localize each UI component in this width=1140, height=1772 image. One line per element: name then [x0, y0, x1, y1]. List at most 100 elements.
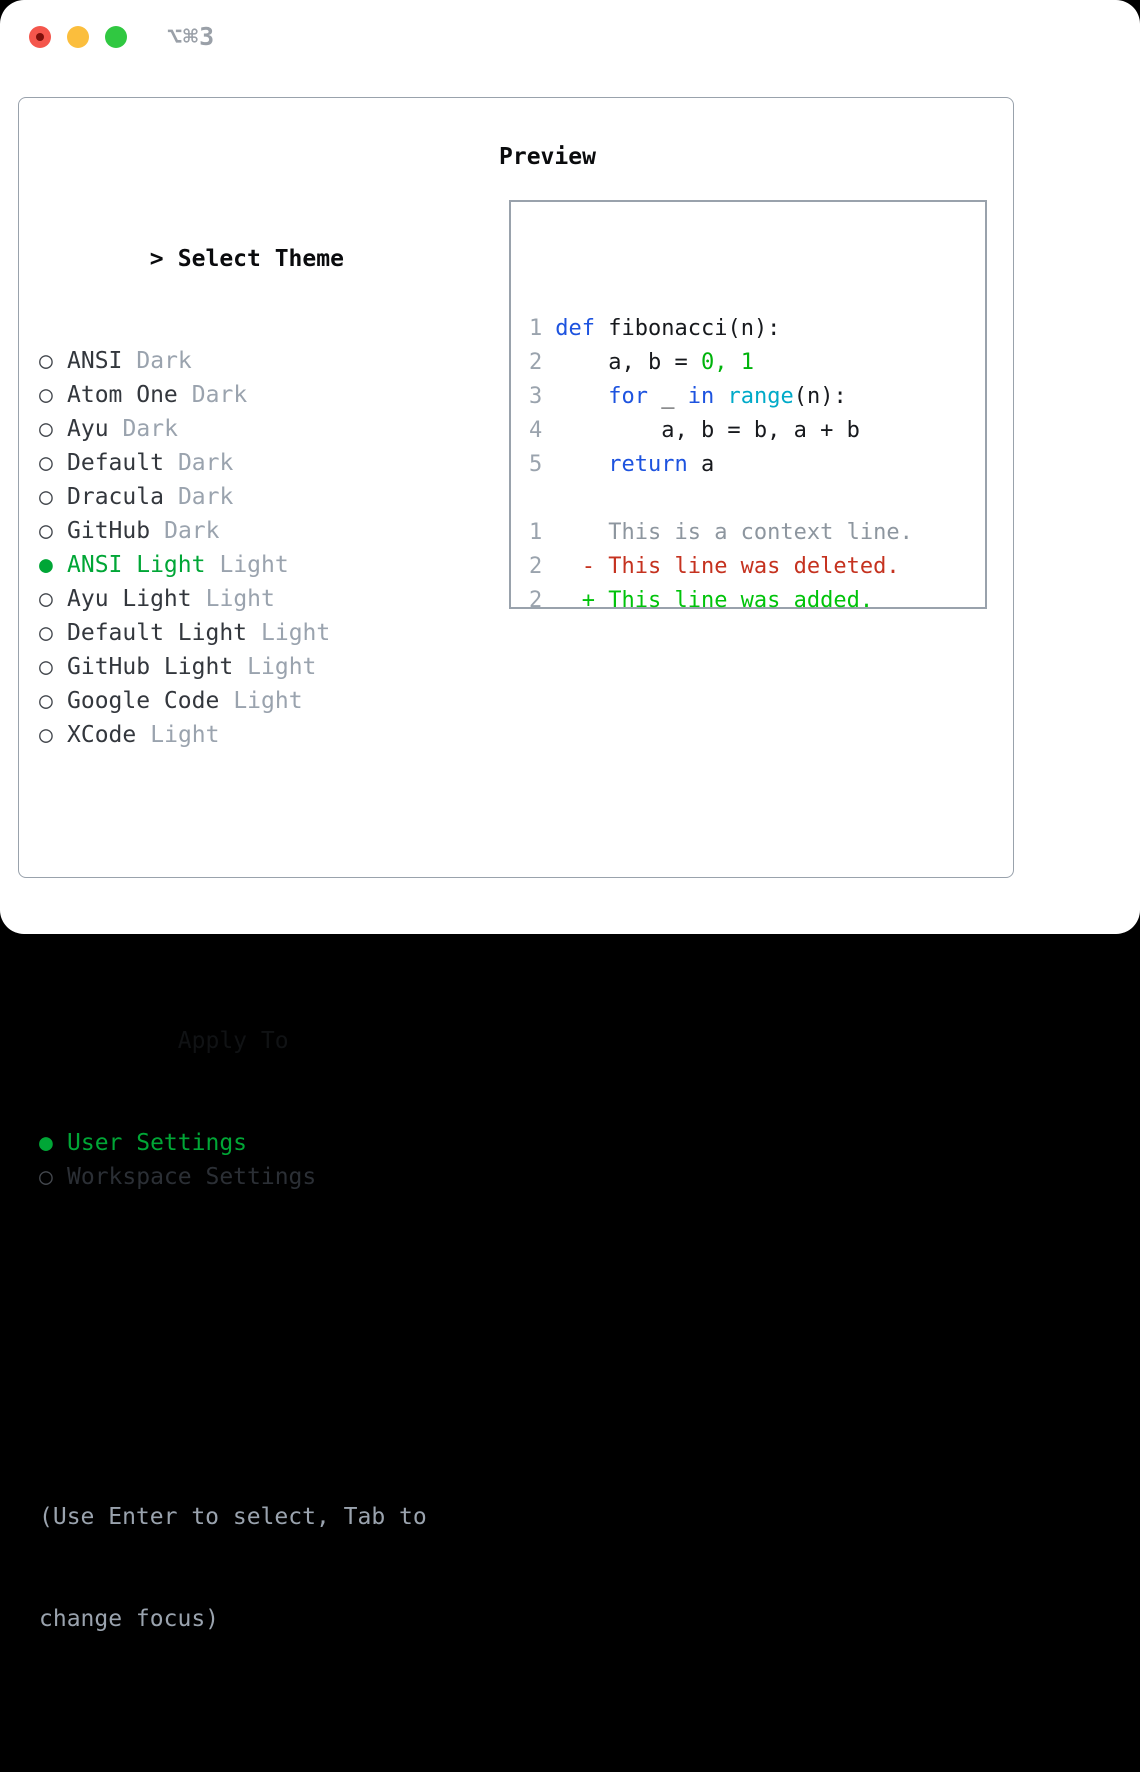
close-button[interactable] — [29, 26, 51, 48]
radio-icon: ○ — [39, 412, 67, 446]
radio-icon: ○ — [39, 684, 67, 718]
theme-option[interactable]: ○Google Code Light — [39, 684, 427, 718]
theme-option-name: Atom One — [67, 382, 178, 408]
theme-option-name: Google Code — [67, 688, 219, 714]
apply-to-header: Apply To — [39, 990, 427, 1024]
theme-option-variant: Dark — [123, 416, 178, 442]
theme-option-variant: Light — [261, 620, 330, 646]
theme-option-variant: Light — [150, 722, 219, 748]
apply-to-title: Apply To — [178, 1028, 289, 1054]
radio-icon: ○ — [39, 650, 67, 684]
preview-title: Preview — [499, 140, 596, 174]
theme-option[interactable]: ○Default Dark — [39, 446, 427, 480]
theme-option-name: XCode — [67, 722, 136, 748]
code-token-plain: fibonacci(n): — [595, 316, 780, 341]
radio-icon: ○ — [39, 1160, 67, 1194]
window-titlebar: ⌥⌘3 — [0, 0, 1140, 75]
theme-option-variant: Light — [247, 654, 316, 680]
code-token-plain: (n): — [794, 384, 847, 409]
code-token-deleted: - This line was deleted. — [555, 554, 899, 579]
zoom-button[interactable] — [105, 26, 127, 48]
theme-option-variant: Dark — [164, 518, 219, 544]
code-token-keyword: for — [608, 384, 648, 409]
help-line-1: (Use Enter to select, Tab to — [39, 1500, 427, 1534]
theme-option-name: GitHub Light — [67, 654, 233, 680]
select-theme-title: Select Theme — [178, 246, 344, 272]
theme-option-name: Default — [67, 450, 164, 476]
code-line: 2 a, b = 0, 1 — [529, 346, 985, 380]
theme-option-variant: Dark — [192, 382, 247, 408]
theme-option-name: GitHub — [67, 518, 150, 544]
radio-selected-icon: ● — [39, 1126, 67, 1160]
line-number: 1 — [529, 520, 542, 545]
line-number: 3 — [529, 384, 542, 409]
radio-icon: ○ — [39, 582, 67, 616]
theme-option-variant: Light — [219, 552, 288, 578]
theme-option-name: ANSI Light — [67, 552, 205, 578]
code-line: 4 a, b = b, a + b — [529, 414, 985, 448]
code-line: 3 for _ in range(n): — [529, 380, 985, 414]
code-token-plain: a, b = b, a + b — [555, 418, 860, 443]
theme-option-name: Ayu Light — [67, 586, 192, 612]
code-token-plain: a — [688, 452, 715, 477]
traffic-lights — [29, 26, 127, 48]
diff-line: 2 - This line was deleted. — [529, 550, 985, 584]
radio-selected-icon: ● — [39, 548, 67, 582]
theme-option-name: Ayu — [67, 416, 109, 442]
cursor-icon: > — [150, 242, 178, 276]
theme-option[interactable]: ●ANSI Light Light — [39, 548, 427, 582]
theme-option-variant: Light — [233, 688, 302, 714]
theme-option[interactable]: ○GitHub Light Light — [39, 650, 427, 684]
apply-to-option[interactable]: ○Workspace Settings — [39, 1160, 427, 1194]
line-number: 2 — [529, 588, 542, 613]
theme-option-name: ANSI — [67, 348, 122, 374]
line-number: 2 — [529, 350, 542, 375]
apply-to-list: ●User Settings○Workspace Settings — [39, 1126, 427, 1194]
line-number: 4 — [529, 418, 542, 443]
window-shortcut-label: ⌥⌘3 — [167, 22, 215, 51]
theme-option-name: Default Light — [67, 620, 247, 646]
theme-option[interactable]: ○GitHub Dark — [39, 514, 427, 548]
code-token-builtin: range — [727, 384, 793, 409]
apply-to-option-label: Workspace Settings — [67, 1164, 316, 1190]
line-number: 5 — [529, 452, 542, 477]
theme-option-variant: Dark — [178, 484, 233, 510]
help-line-2: change focus) — [39, 1602, 427, 1636]
theme-option-variant: Dark — [178, 450, 233, 476]
code-token-context: This is a context line. — [555, 520, 913, 545]
code-token-plain: a, b = — [555, 350, 701, 375]
radio-icon: ○ — [39, 616, 67, 650]
radio-icon: ○ — [39, 446, 67, 480]
radio-icon: ○ — [39, 378, 67, 412]
theme-option[interactable]: ○Ayu Dark — [39, 412, 427, 446]
diff-line: 1 This is a context line. — [529, 516, 985, 550]
line-number: 2 — [529, 554, 542, 579]
minimize-button[interactable] — [67, 26, 89, 48]
code-token-added: + This line was added. — [555, 588, 873, 613]
theme-option-name: Dracula — [67, 484, 164, 510]
theme-option[interactable]: ○Dracula Dark — [39, 480, 427, 514]
help-text: (Use Enter to select, Tab to change focu… — [39, 1432, 427, 1704]
code-token-plain: _ — [648, 384, 688, 409]
apply-to-option[interactable]: ●User Settings — [39, 1126, 427, 1160]
theme-option[interactable]: ○Atom One Dark — [39, 378, 427, 412]
diff-line: 2 + This line was added. — [529, 584, 985, 618]
apply-to-option-label: User Settings — [67, 1130, 247, 1156]
theme-option[interactable]: ○Default Light Light — [39, 616, 427, 650]
code-token-keyword: return — [608, 452, 687, 477]
code-token-keyword: def — [555, 316, 595, 341]
code-blank-line — [529, 482, 985, 516]
radio-icon: ○ — [39, 480, 67, 514]
code-line: 5 return a — [529, 448, 985, 482]
theme-option-variant: Dark — [136, 348, 191, 374]
radio-icon: ○ — [39, 514, 67, 548]
